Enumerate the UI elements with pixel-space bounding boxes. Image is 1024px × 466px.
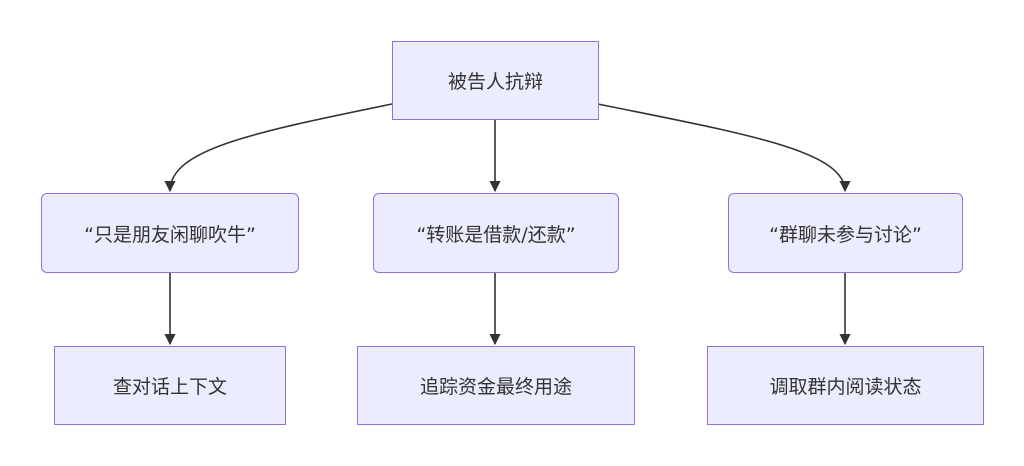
node-action-context-label: 查对话上下文 bbox=[112, 376, 227, 398]
node-claim-chat: “只是朋友闲聊吹牛” bbox=[41, 193, 299, 273]
node-claim-transfer: “转账是借款/还款” bbox=[373, 193, 619, 273]
node-claim-chat-label: “只是朋友闲聊吹牛” bbox=[84, 223, 256, 246]
node-claim-transfer-label: “转账是借款/还款” bbox=[416, 223, 576, 246]
node-claim-group: “群聊未参与讨论” bbox=[728, 193, 963, 273]
edge-root-to-claim-chat bbox=[164, 103, 393, 193]
edge-root-to-claim-group bbox=[597, 103, 851, 193]
node-action-read-label: 调取群内阅读状态 bbox=[769, 376, 922, 398]
node-action-context: 查对话上下文 bbox=[54, 346, 286, 425]
node-action-funds: 追踪资金最终用途 bbox=[357, 346, 635, 425]
node-defendant-defense: 被告人抗辩 bbox=[392, 41, 599, 120]
node-claim-group-label: “群聊未参与讨论” bbox=[769, 223, 922, 246]
node-action-funds-label: 追踪资金最终用途 bbox=[419, 376, 572, 398]
node-action-read: 调取群内阅读状态 bbox=[707, 346, 984, 425]
node-defendant-defense-label: 被告人抗辩 bbox=[447, 71, 543, 93]
